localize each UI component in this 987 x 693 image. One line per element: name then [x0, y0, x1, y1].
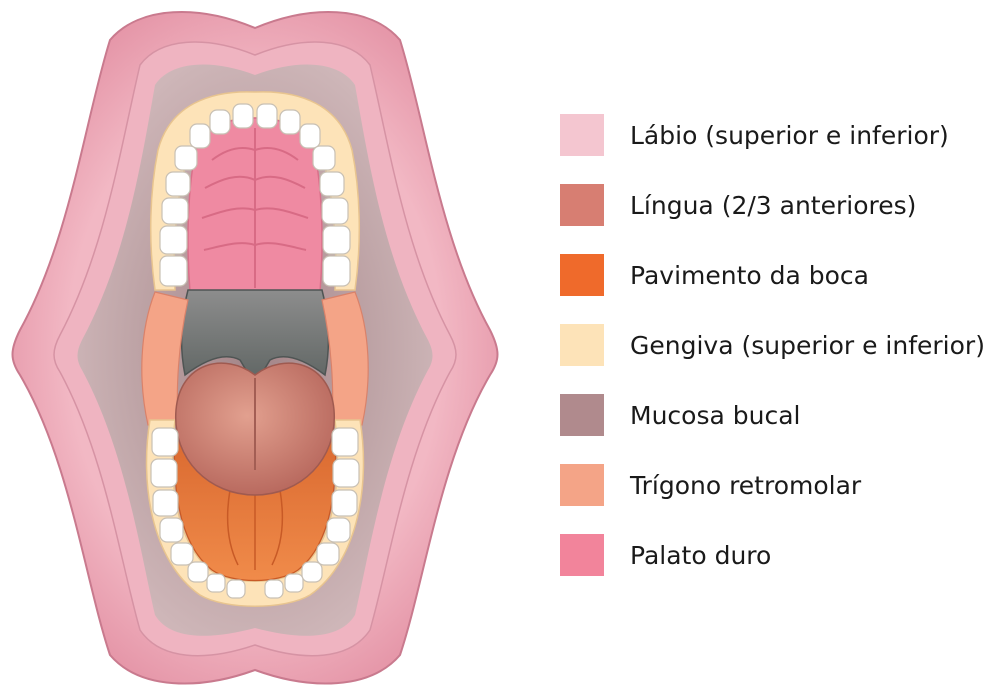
legend-swatch: [560, 324, 604, 366]
legend-item: Língua (2/3 anteriores): [560, 180, 916, 230]
legend-item: Palato duro: [560, 530, 771, 580]
legend-item: Trígono retromolar: [560, 460, 861, 510]
legend-label: Trígono retromolar: [630, 471, 861, 500]
legend-swatch: [560, 114, 604, 156]
legend-label: Mucosa bucal: [630, 401, 800, 430]
legend-label: Pavimento da boca: [630, 261, 869, 290]
legend-label: Gengiva (superior e inferior): [630, 331, 985, 360]
legend-label: Lábio (superior e inferior): [630, 121, 949, 150]
legend-swatch: [560, 184, 604, 226]
legend-item: Gengiva (superior e inferior): [560, 320, 985, 370]
legend-label: Língua (2/3 anteriores): [630, 191, 916, 220]
oral-cavity-illustration: [0, 0, 520, 693]
legend-swatch: [560, 254, 604, 296]
legend-item: Mucosa bucal: [560, 390, 800, 440]
legend-item: Pavimento da boca: [560, 250, 869, 300]
legend-swatch: [560, 464, 604, 506]
legend-swatch: [560, 394, 604, 436]
legend-swatch: [560, 534, 604, 576]
legend-item: Lábio (superior e inferior): [560, 110, 949, 160]
legend-label: Palato duro: [630, 541, 771, 570]
